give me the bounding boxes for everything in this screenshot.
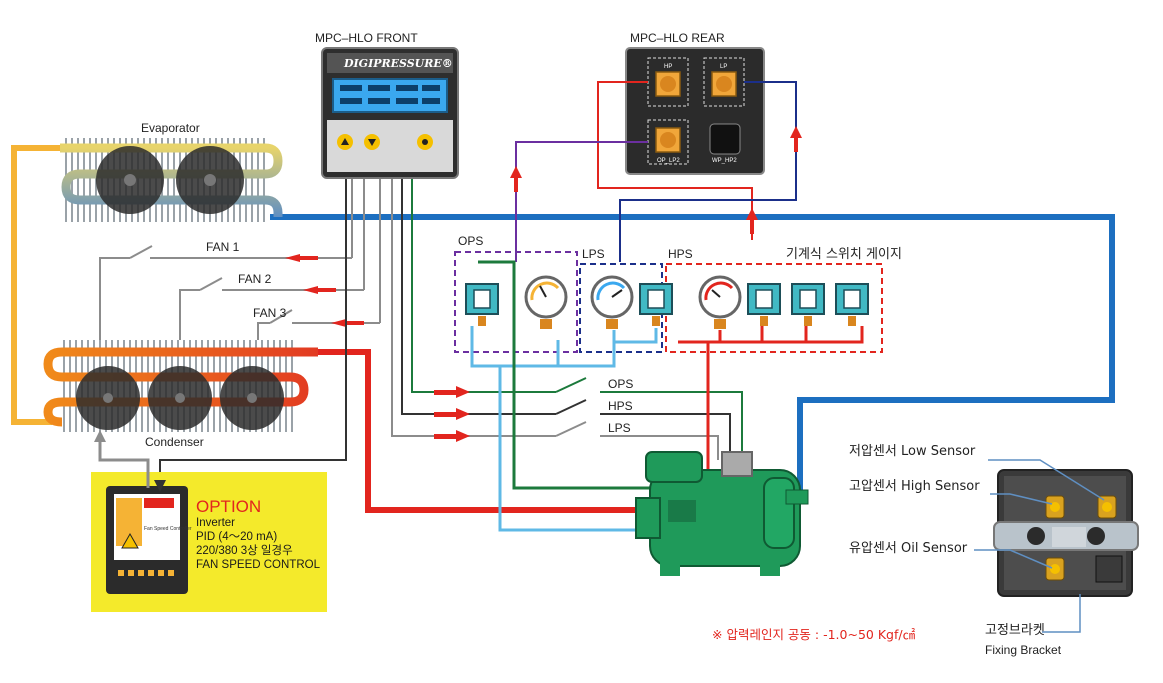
- low-sensor-label: 저압센서 Low Sensor: [849, 444, 976, 459]
- lps-group-label: LPS: [582, 247, 605, 261]
- pressure-gauges: [524, 275, 742, 319]
- contact-arrows: [434, 386, 470, 442]
- option-line-3: 220/380 3상 일경우: [196, 543, 293, 557]
- ops-group-label: OPS: [458, 234, 483, 248]
- rear-title: MPC–HLO REAR: [630, 31, 725, 45]
- compressor: [635, 451, 809, 576]
- orange-pipe: [11, 145, 60, 425]
- ops-group-box: [454, 251, 578, 353]
- high-sensor-label: 고압센서 High Sensor: [849, 479, 980, 494]
- sensor-leaders: [974, 459, 1105, 633]
- front-controller: DIGIPRESSURE®: [321, 47, 459, 179]
- rear-port-hp: HP: [664, 64, 672, 70]
- rear-wire-arrows: [510, 126, 802, 234]
- option-title: OPTION: [196, 497, 261, 516]
- bracket-label-en: Fixing Bracket: [985, 643, 1062, 657]
- mechanical-gauge-label: 기계식 스위치 게이지: [786, 247, 902, 262]
- bracket-label-kr: 고정브라켓: [985, 623, 1045, 638]
- hps-group-label: HPS: [668, 247, 693, 261]
- contact-ops-label: OPS: [608, 377, 633, 391]
- red-discharge-pipe: [318, 349, 650, 513]
- rear-sensor-wires: [515, 81, 797, 262]
- option-box: Fan Speed Controller OPTION Inverter PID…: [91, 472, 327, 612]
- condenser: Condenser: [43, 340, 318, 449]
- controller-wires: [159, 178, 556, 488]
- fan-switches: [99, 245, 380, 340]
- rear-port-wp: WP_HP2: [712, 158, 737, 164]
- compressor-contacts: [555, 377, 743, 460]
- sensor-block: [993, 469, 1139, 597]
- fan-2-label: FAN 2: [238, 272, 272, 286]
- oil-sensor-label: 유압센서 Oil Sensor: [849, 541, 968, 556]
- front-title: MPC–HLO FRONT: [315, 31, 418, 45]
- rear-port-lp: LP: [720, 64, 727, 70]
- option-feedback: [98, 434, 150, 488]
- front-brand: DIGIPRESSURE®: [343, 57, 453, 70]
- fan-signal-arrows: [285, 254, 364, 327]
- contact-hps-label: HPS: [608, 399, 633, 413]
- evaporator-label: Evaporator: [141, 121, 200, 135]
- pressure-range-note: ※ 압력레인지 공동 : -1.0~50 Kgf/㎠: [712, 627, 916, 642]
- option-device-text: Fan Speed Controller: [144, 526, 192, 532]
- rear-port-op: OP_LP2: [657, 158, 680, 164]
- option-line-1: Inverter: [196, 517, 235, 529]
- option-line-2: PID (4～20 mA): [196, 531, 277, 543]
- rear-controller: HP LP OP_LP2 WP_HP2: [625, 47, 765, 175]
- option-line-4: FAN SPEED CONTROL: [196, 559, 321, 571]
- contact-lps-label: LPS: [608, 421, 631, 435]
- blue-suction-pipe: [270, 214, 1115, 490]
- fan-3-label: FAN 3: [253, 306, 287, 320]
- fan-1-label: FAN 1: [206, 240, 240, 254]
- evaporator: Evaporator: [60, 121, 283, 222]
- sensing-lines: [470, 260, 864, 532]
- condenser-label: Condenser: [145, 435, 204, 449]
- gauge-fittings: [478, 316, 856, 329]
